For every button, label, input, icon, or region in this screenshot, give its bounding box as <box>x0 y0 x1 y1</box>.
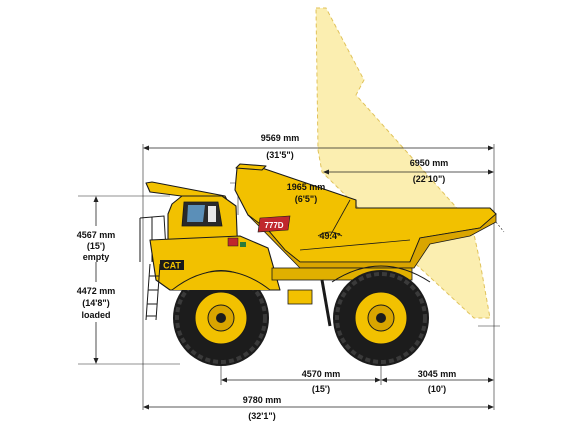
rear-overhang-metric: 3045 mm <box>418 369 457 379</box>
overall-length-bottom-metric: 9780 mm <box>243 395 282 405</box>
wheelbase-imperial: (15') <box>312 384 330 394</box>
model-plate: 777D <box>257 215 291 233</box>
dump-reach-imperial: (22'10") <box>413 174 445 184</box>
height-loaded-metric: 4472 mm <box>77 286 116 296</box>
dump-body-side <box>247 213 497 269</box>
front-wheel <box>173 270 269 366</box>
ladder <box>145 263 161 321</box>
height-loaded-state: loaded <box>81 310 110 320</box>
dimension-lines <box>93 145 494 410</box>
height-empty-imperial: (15') <box>87 241 105 251</box>
svg-text:CAT: CAT <box>163 261 181 271</box>
haul-truck: CAT 777D <box>139 163 505 366</box>
height-loaded-imperial: (14'8") <box>82 298 109 308</box>
height-empty-state: empty <box>83 252 110 262</box>
overall-length-top-metric: 9569 mm <box>261 133 300 143</box>
dump-reach-metric: 6950 mm <box>410 158 449 168</box>
rear-overhang-imperial: (10') <box>428 384 446 394</box>
wheelbase-metric: 4570 mm <box>302 369 341 379</box>
overall-length-bottom-imperial: (32'1") <box>248 411 275 421</box>
dump-angle-label: 49.4° <box>319 231 341 241</box>
overall-length-top-imperial: (31'5") <box>266 150 293 160</box>
canopy-height-imperial: (6'5") <box>295 194 317 204</box>
canopy-lip <box>235 163 267 171</box>
svg-text:777D: 777D <box>264 221 283 230</box>
canopy-height-metric: 1965 mm <box>287 182 326 192</box>
cat-logo: CAT <box>160 260 184 271</box>
rear-wheel <box>333 270 429 366</box>
height-empty-metric: 4567 mm <box>77 230 116 240</box>
dimension-labels: 9569 mm (31'5") 6950 mm (22'10") 1965 mm… <box>77 133 457 421</box>
